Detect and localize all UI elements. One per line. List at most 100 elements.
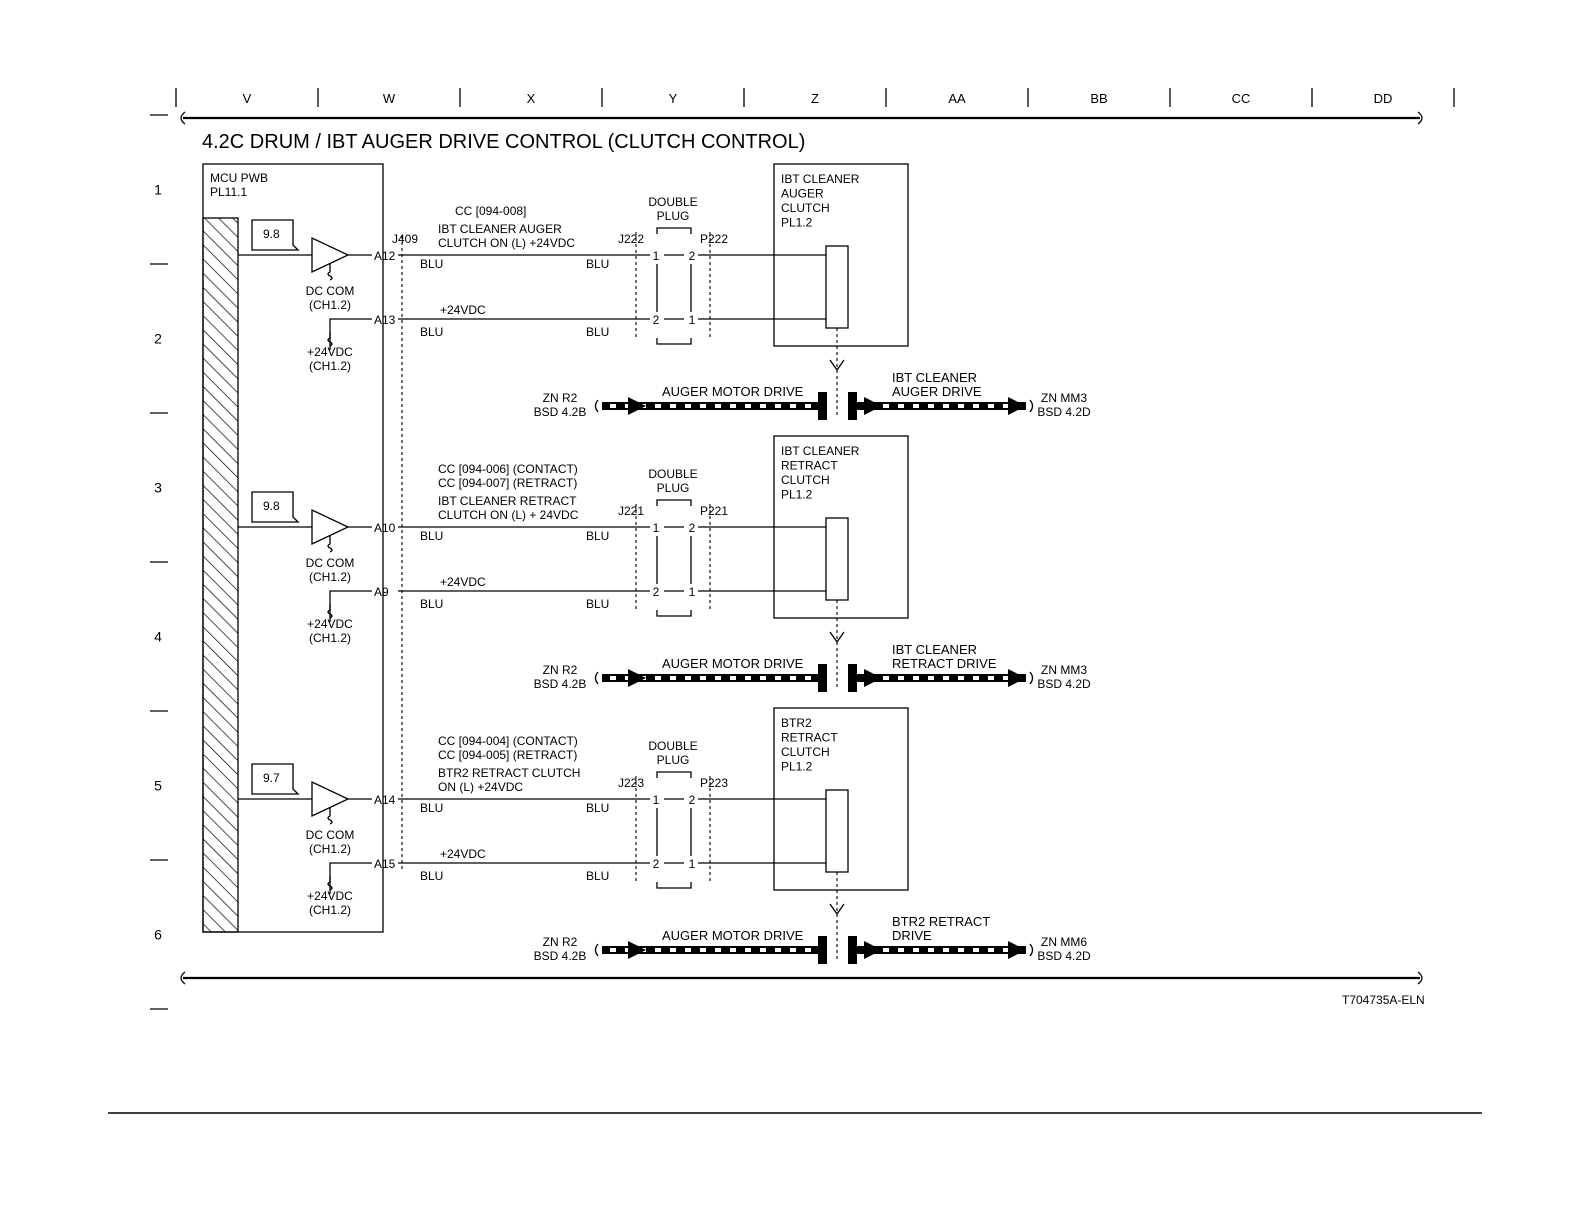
drive-right-label: IBT CLEANER bbox=[892, 642, 977, 657]
top-border bbox=[180, 111, 1423, 125]
drive-bar-stripe bbox=[685, 948, 691, 952]
dc-com-ch-label: (CH1.2) bbox=[309, 570, 351, 584]
drive-bar-stripe bbox=[700, 948, 706, 952]
power-label: +24VDC bbox=[307, 617, 353, 631]
clutch-label: PL1.2 bbox=[781, 488, 813, 502]
drive-start bbox=[594, 671, 599, 685]
plug-top bbox=[656, 499, 692, 506]
jack-label: J223 bbox=[618, 776, 644, 790]
clutch-plate bbox=[818, 664, 827, 692]
drive-bar-stripe bbox=[730, 404, 736, 408]
drive-right-label: IBT CLEANER bbox=[892, 370, 977, 385]
drive-end bbox=[1029, 399, 1034, 413]
drive-bar-stripe bbox=[805, 676, 811, 680]
mcu-pl: PL11.1 bbox=[210, 185, 247, 199]
clutch-label: CLUTCH bbox=[781, 201, 830, 215]
right-zone-ref: BSD 4.2D bbox=[1037, 949, 1091, 963]
clutch-label: CLUTCH bbox=[781, 473, 830, 487]
wire-color-label: BLU bbox=[586, 257, 609, 271]
pconn-label: P223 bbox=[700, 776, 728, 790]
drive-right-label: RETRACT DRIVE bbox=[892, 656, 997, 671]
plug-label: PLUG bbox=[657, 753, 690, 767]
plug-pin-number: 2 bbox=[653, 585, 660, 599]
clutch-label: PL1.2 bbox=[781, 216, 813, 230]
drive-bar-stripe bbox=[1003, 676, 1009, 680]
drive-right-label: BTR2 RETRACT bbox=[892, 914, 990, 929]
clutch-coil bbox=[825, 789, 849, 873]
chain-code-1: CC [094-006] (CONTACT) bbox=[438, 462, 578, 476]
mcu-power-wire bbox=[329, 862, 372, 894]
drive-bar-stripe bbox=[775, 948, 781, 952]
plug-pin-number: 1 bbox=[689, 313, 696, 327]
drive-arrow-icon bbox=[1008, 397, 1026, 415]
plug-top bbox=[656, 227, 692, 234]
power-label: +24VDC bbox=[307, 889, 353, 903]
drive-bar-stripe bbox=[715, 404, 721, 408]
drive-bar-stripe bbox=[700, 404, 706, 408]
wire-color-label: BLU bbox=[420, 801, 443, 815]
clutch-plate bbox=[848, 392, 857, 420]
row-label-3: 3 bbox=[154, 480, 162, 496]
drive-start bbox=[594, 399, 599, 413]
signal-name-2: CLUTCH ON (L) +24VDC bbox=[438, 236, 575, 250]
drive-arrow-icon bbox=[864, 397, 882, 415]
drive-bar-stripe bbox=[715, 676, 721, 680]
plug-pin-number: 2 bbox=[689, 521, 696, 535]
wire-color-label: BLU bbox=[420, 325, 443, 339]
drive-bar-stripe bbox=[745, 404, 751, 408]
clutch-plate bbox=[848, 936, 857, 964]
signal-pin-label: A14 bbox=[374, 793, 396, 807]
right-zone-ref: BSD 4.2D bbox=[1037, 405, 1091, 419]
plug-bottom bbox=[656, 882, 692, 889]
column-label-cc: CC bbox=[1232, 91, 1251, 106]
drive-bar-stripe bbox=[898, 676, 904, 680]
right-zone-ref: BSD 4.2D bbox=[1037, 677, 1091, 691]
drive-bar-stripe bbox=[655, 948, 661, 952]
drive-bar-stripe bbox=[973, 676, 979, 680]
mcu-name: MCU PWB bbox=[210, 171, 268, 185]
signal-pin-label: A10 bbox=[374, 521, 396, 535]
jack-label: J222 bbox=[618, 232, 644, 246]
drive-bar-stripe bbox=[760, 948, 766, 952]
signal-name-2: CLUTCH ON (L) + 24VDC bbox=[438, 508, 579, 522]
plug-label: DOUBLE bbox=[648, 195, 697, 209]
drive-bar-stripe bbox=[898, 404, 904, 408]
driver-buffer bbox=[311, 236, 350, 274]
plug-bottom bbox=[656, 338, 692, 345]
drive-arrow-icon bbox=[864, 669, 882, 687]
drive-bar-stripe bbox=[988, 676, 994, 680]
chain-code-2: CC [094-007] (RETRACT) bbox=[438, 476, 577, 490]
row-label-5: 5 bbox=[154, 778, 162, 794]
plug-pin-number: 1 bbox=[689, 585, 696, 599]
drive-bar-stripe bbox=[1003, 404, 1009, 408]
chevron-down-icon bbox=[829, 903, 845, 916]
left-zone-ref: BSD 4.2B bbox=[534, 677, 587, 691]
drive-bar-stripe bbox=[730, 676, 736, 680]
drive-bar-stripe bbox=[745, 948, 751, 952]
signal-name-2: ON (L) +24VDC bbox=[438, 780, 523, 794]
chain-code-1: CC [094-008] bbox=[455, 204, 526, 218]
clutch-label: IBT CLEANER bbox=[781, 444, 860, 458]
clutch-box bbox=[773, 163, 909, 347]
clutch-label: CLUTCH bbox=[781, 745, 830, 759]
ref-label: 9.8 bbox=[263, 227, 280, 241]
drive-bar-stripe bbox=[670, 948, 676, 952]
column-label-aa: AA bbox=[948, 91, 966, 106]
left-zone-ref: BSD 4.2B bbox=[534, 949, 587, 963]
power-source-icon bbox=[327, 604, 333, 619]
drive-bar-stripe bbox=[685, 404, 691, 408]
dc-com-label: DC COM bbox=[306, 556, 355, 570]
drive-bar-stripe bbox=[805, 948, 811, 952]
dc-com-label: DC COM bbox=[306, 284, 355, 298]
wire-color-label: BLU bbox=[586, 325, 609, 339]
clutch-plate bbox=[848, 664, 857, 692]
bottom-border bbox=[180, 971, 1423, 985]
wire-color-label: BLU bbox=[586, 801, 609, 815]
clutch-label: RETRACT bbox=[781, 459, 838, 473]
drive-bar-stripe bbox=[730, 948, 736, 952]
clutch-label: AUGER bbox=[781, 187, 824, 201]
drive-bar-stripe bbox=[913, 404, 919, 408]
drive-bar-stripe bbox=[745, 676, 751, 680]
drive-arrow-icon bbox=[1008, 941, 1026, 959]
signal-pin-label: A12 bbox=[374, 249, 396, 263]
